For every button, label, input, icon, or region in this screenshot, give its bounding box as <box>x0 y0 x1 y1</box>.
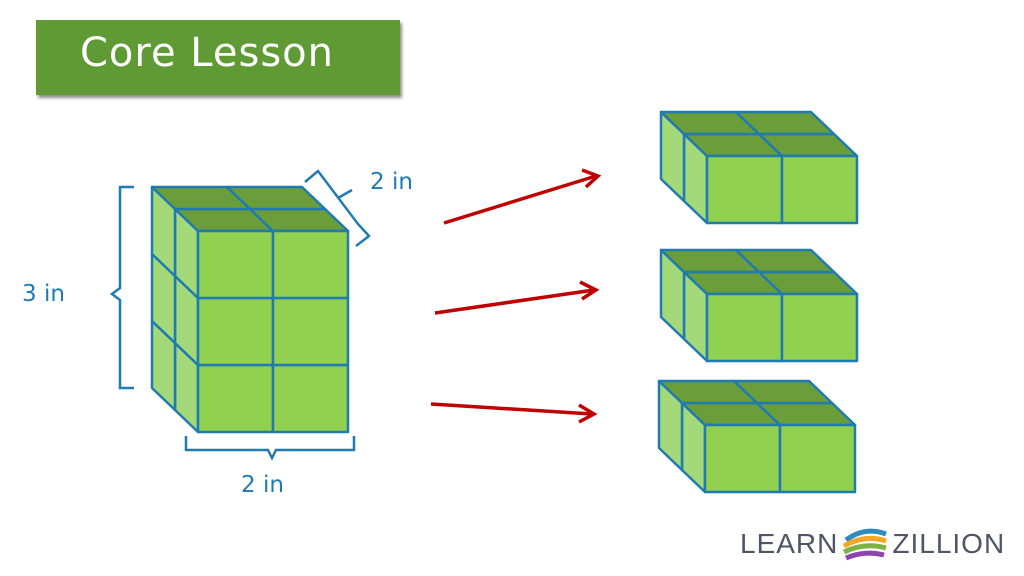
large-prism-3-layers <box>150 185 350 434</box>
cube-front-face <box>196 296 275 367</box>
cube-top-face <box>225 185 327 211</box>
cube-front-face <box>271 363 350 434</box>
width-label: 2 in <box>241 472 284 498</box>
cube-front-face <box>778 423 857 494</box>
logo-text-zillion: ZILLION <box>892 528 1006 559</box>
height-label: 3 in <box>22 281 65 307</box>
cube-top-face <box>734 248 836 274</box>
arrows <box>430 168 602 424</box>
cube-front-face <box>705 154 784 225</box>
cube-front-face <box>271 229 350 300</box>
core-lesson-banner: Core Lesson <box>36 20 400 95</box>
cube-front-face <box>705 292 784 363</box>
arrow-middle <box>434 280 600 315</box>
cube-top-face <box>734 110 836 136</box>
cube-front-face <box>780 292 859 363</box>
layer-prism-3 <box>657 379 857 494</box>
cube-front-face <box>780 154 859 225</box>
cube-front-face <box>196 229 275 300</box>
cube-front-face <box>271 296 350 367</box>
cube-front-face <box>196 363 275 434</box>
layer-prism-1 <box>659 110 859 225</box>
cube-top-face <box>732 379 834 405</box>
depth-brace <box>304 169 371 247</box>
width-brace <box>184 436 356 461</box>
learnzillion-logo: LEARN ZILLION <box>740 524 1005 564</box>
arrow-top <box>443 168 602 225</box>
cube-front-face <box>703 423 782 494</box>
arrow-bottom <box>430 402 598 424</box>
logo-text-learn: LEARN <box>740 528 839 559</box>
height-brace <box>109 185 134 390</box>
logo-swirl-icon <box>843 528 888 561</box>
banner-title: Core Lesson <box>80 30 334 76</box>
separated-layers <box>657 110 859 494</box>
depth-label: 2 in <box>370 169 413 195</box>
layer-prism-2 <box>659 248 859 363</box>
